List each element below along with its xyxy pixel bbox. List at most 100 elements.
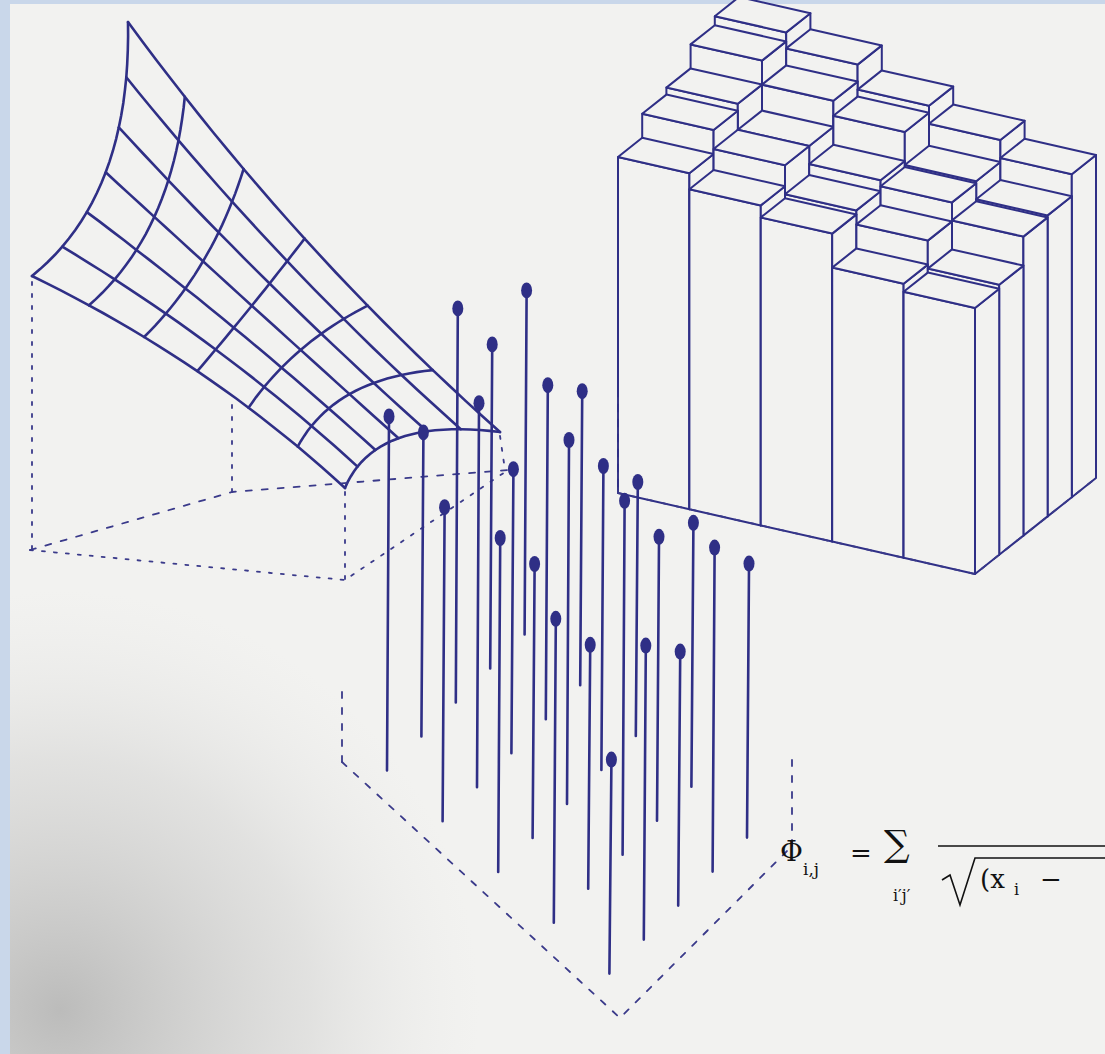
sample-dot [632,474,643,490]
sample-stem [490,348,492,668]
sample-stem [546,389,548,719]
sample-stem [623,505,625,855]
mesh-surface [32,22,500,488]
column-face [999,266,1023,555]
sample-stem [636,486,638,736]
sample-dot [384,408,395,424]
formula-text: i [1014,882,1019,898]
sample-stem [644,650,646,940]
sample-dot [654,529,665,545]
column-face [975,289,999,574]
column-top [1000,139,1096,174]
mesh-line [128,22,500,432]
column-top [691,25,787,60]
sample-stem [456,312,458,702]
sample-dot [495,530,506,546]
column-top [762,65,858,100]
sample-base-box [342,690,792,1018]
paper-shadow [0,560,700,1054]
sample-stem [567,444,569,804]
sample-stem [477,407,479,787]
column-top [786,29,882,64]
sample-stem [609,764,611,974]
sample-dot [439,499,450,515]
sample-dot [418,424,429,440]
sample-dot [564,432,575,448]
column-top [714,130,810,165]
sample-dot [508,461,519,477]
mesh-line [106,172,399,438]
sample-dot [474,395,485,411]
column-top [642,95,738,130]
fraction-bar [938,845,1105,847]
radical-sign [942,858,1105,905]
column-top [881,167,977,202]
sample-stem [554,623,556,923]
mesh-line [119,127,427,431]
sample-dot [585,637,596,653]
sample-stem [580,395,582,685]
sample-dot [709,540,720,556]
column-face [689,189,760,525]
column-top [809,145,905,180]
sample-stem [588,649,590,889]
sample-dot [542,377,553,393]
column-face [1023,217,1047,535]
sample-dot [606,752,617,768]
sample-stem [498,542,500,872]
border-strip [0,0,10,1054]
sample-dot [529,556,540,572]
mesh-base-box [30,282,508,580]
sample-dot [521,282,532,298]
column-top [833,97,929,132]
formula-text: Φ [780,838,803,866]
sample-stem [713,552,715,872]
sample-dot [619,493,630,509]
formula-strokes [938,846,1105,905]
mesh-line [87,212,376,450]
sample-stem [601,470,603,770]
sample-dot [598,458,609,474]
sample-dot [640,638,651,654]
sample-dot [688,515,699,531]
formula-text: ∑ [884,826,910,862]
column-top [952,201,1048,236]
sample-stem [678,656,680,906]
column-top [689,170,785,205]
formula-text: − [1040,866,1062,892]
sample-stem [443,511,445,821]
column-top [618,138,714,173]
column-face [761,217,832,541]
sample-stem [525,294,527,634]
sample-stem [657,541,659,821]
column-face [1048,196,1072,516]
sample-stem [691,527,693,787]
bar-base-box [618,395,1096,574]
column-face [904,292,975,574]
sample-stem [747,568,749,838]
sample-dot [452,300,463,316]
column-face [832,268,903,558]
column-face [1072,155,1096,497]
sample-dot [577,383,588,399]
column-top [929,105,1025,140]
formula-text: = [850,840,872,866]
column-top [856,205,952,240]
mesh-line [126,77,461,429]
sample-sticks [384,282,755,973]
sample-dot [550,611,561,627]
bar-columns [618,0,1096,574]
sample-stem [387,420,389,770]
column-face [618,157,689,509]
sample-dot [744,556,755,572]
formula-text: i′j′ [893,888,910,904]
column-top [761,198,857,233]
sample-stem [533,568,535,838]
sample-dot [487,336,498,352]
column-top [832,248,928,283]
mesh-line [32,22,128,276]
column-top [904,273,1000,308]
formula-text: i,j [803,861,819,878]
